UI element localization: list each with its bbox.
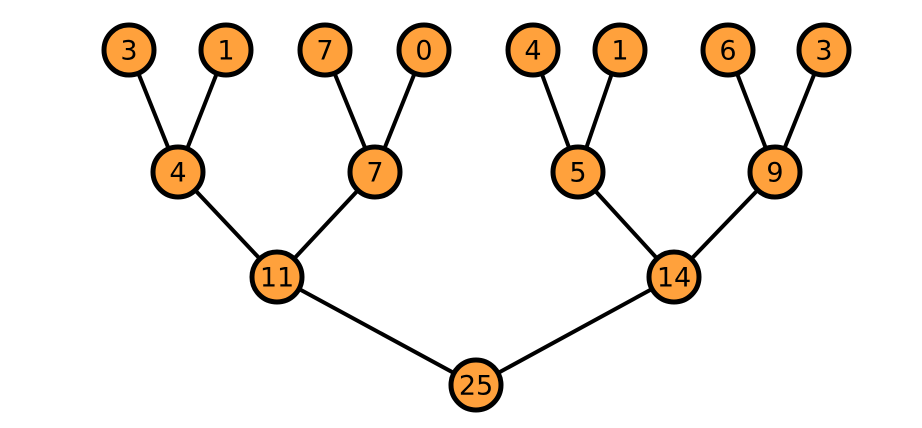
tree-node[interactable]: 14 (646, 249, 702, 305)
tree-node[interactable]: 11 (249, 249, 305, 305)
tree-node-circle[interactable] (646, 249, 702, 305)
tree-node-circle[interactable] (101, 22, 157, 78)
tree-node-circle[interactable] (796, 22, 852, 78)
tree-edge-layer (127, 48, 826, 387)
tree-node[interactable]: 5 (550, 144, 606, 200)
tree-node[interactable]: 4 (150, 144, 206, 200)
tree-node-circle[interactable] (592, 22, 648, 78)
tree-node[interactable]: 0 (396, 22, 452, 78)
tree-node-circle[interactable] (747, 144, 803, 200)
tree-node-circle[interactable] (550, 144, 606, 200)
tree-node-circle[interactable] (297, 22, 353, 78)
tree-edge (474, 275, 676, 387)
tree-node[interactable]: 6 (700, 22, 756, 78)
tree-node[interactable]: 1 (592, 22, 648, 78)
tree-node-circle[interactable] (448, 357, 504, 413)
tree-node-circle[interactable] (150, 144, 206, 200)
tree-node[interactable]: 7 (347, 144, 403, 200)
tree-edge (275, 275, 478, 387)
tree-node[interactable]: 9 (747, 144, 803, 200)
tree-node-circle[interactable] (505, 22, 561, 78)
tree-node[interactable]: 25 (448, 357, 504, 413)
tree-node-circle[interactable] (347, 144, 403, 200)
tree-node-circle[interactable] (198, 22, 254, 78)
tree-node[interactable]: 3 (101, 22, 157, 78)
tree-node-circle[interactable] (396, 22, 452, 78)
tree-node[interactable]: 3 (796, 22, 852, 78)
tree-node[interactable]: 1 (198, 22, 254, 78)
tree-node-circle[interactable] (700, 22, 756, 78)
tree-node-circle[interactable] (249, 249, 305, 305)
tree-node[interactable]: 7 (297, 22, 353, 78)
tree-node[interactable]: 4 (505, 22, 561, 78)
